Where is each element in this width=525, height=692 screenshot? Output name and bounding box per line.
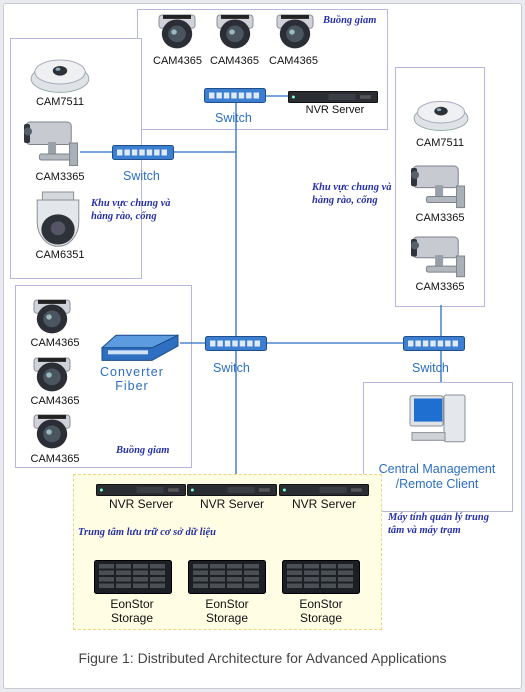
storage-zone-note: Trung tâm lưu trữ cơ sở dữ liệu [78, 527, 216, 538]
network-switch-icon [205, 336, 267, 351]
nvr-server-icon [96, 483, 186, 496]
top-camera-label: CAM4365 [269, 55, 318, 67]
ptz-camera-icon [32, 190, 84, 248]
dome-camera-icon [32, 298, 72, 336]
left-camera-label: CAM6351 [35, 249, 85, 261]
right-camera-label: CAM3365 [415, 212, 465, 224]
storage-nvr-label: NVR Server [199, 497, 264, 511]
top-camera-label: CAM4365 [210, 55, 259, 67]
storage-nvr-label: NVR Server [291, 497, 356, 511]
storage-array-icon [188, 560, 266, 594]
bullet-camera-icon [409, 162, 467, 210]
mid-camera-label: CAM4365 [30, 337, 80, 349]
dome-camera-icon [157, 13, 197, 51]
top-nvr-label: NVR Server [305, 104, 365, 116]
left-camera-label: CAM3365 [35, 171, 85, 183]
top-zone-title: Buồng giam [323, 15, 377, 26]
top-switch-label: Switch [215, 111, 252, 125]
nvr-server-icon [288, 90, 378, 103]
right-switch-label: Switch [412, 361, 449, 375]
dome-camera-icon [215, 13, 255, 51]
mid-camera-label: CAM4365 [30, 453, 80, 465]
dome-camera-icon [32, 356, 72, 394]
workstation-icon [408, 393, 468, 448]
figure-caption: Figure 1: Distributed Architecture for A… [78, 650, 447, 666]
network-switch-icon [112, 145, 174, 160]
client-label: Central Management/Remote Client [378, 462, 496, 491]
bullet-camera-icon [22, 118, 80, 168]
network-switch-icon [403, 336, 465, 351]
center-switch-label: Switch [213, 361, 250, 375]
right-camera-label: CAM3365 [415, 281, 465, 293]
nvr-server-icon [187, 483, 277, 496]
top-camera-label: CAM4365 [153, 55, 202, 67]
left-camera-label: CAM7511 [35, 96, 85, 108]
storage-array-icon [94, 560, 172, 594]
fisheye-camera-icon [30, 54, 90, 94]
dome-camera-icon [32, 413, 72, 451]
network-switch-icon [204, 88, 266, 103]
converter-fiber-icon [100, 328, 180, 364]
right-camera-label: CAM7511 [415, 137, 465, 149]
zone-storage [73, 474, 382, 630]
dome-camera-icon [275, 13, 315, 51]
left-switch-label: Switch [123, 169, 160, 183]
mid-camera-label: CAM4365 [30, 395, 80, 407]
storage-nvr-label: NVR Server [108, 497, 173, 511]
bullet-camera-icon [409, 233, 467, 279]
mid-zone-note: Buồng giam [116, 445, 170, 456]
nvr-server-icon [279, 483, 369, 496]
fisheye-camera-icon [413, 96, 469, 132]
storage-array-icon [282, 560, 360, 594]
